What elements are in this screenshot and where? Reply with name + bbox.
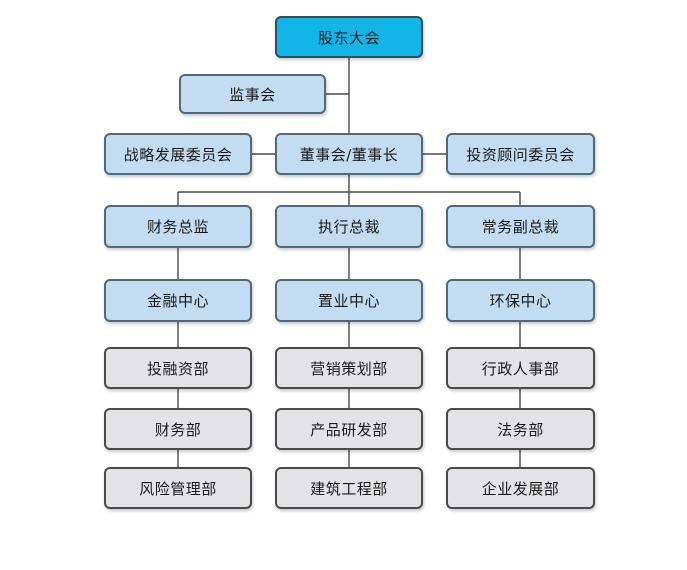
node-investment-advisory-committee: 投资顾问委员会 [446, 133, 595, 175]
node-risk-management-dept: 风险管理部 [104, 467, 252, 509]
node-business-development-dept: 企业发展部 [446, 467, 595, 509]
node-finance-dept: 财务部 [104, 408, 252, 450]
node-executive-vp: 常务副总裁 [446, 205, 595, 248]
node-admin-hr-dept: 行政人事部 [446, 347, 595, 389]
node-ceo: 执行总裁 [275, 205, 423, 248]
node-marketing-planning-dept: 营销策划部 [275, 347, 423, 389]
node-board-chairman: 董事会/董事长 [275, 133, 423, 175]
node-supervisory-board: 监事会 [179, 74, 326, 114]
node-shareholders-meeting: 股东大会 [275, 16, 423, 58]
node-strategy-committee: 战略发展委员会 [104, 133, 252, 175]
node-finance-center: 金融中心 [104, 279, 252, 322]
node-property-center: 置业中心 [275, 279, 423, 322]
node-environment-center: 环保中心 [446, 279, 595, 322]
node-cfo: 财务总监 [104, 205, 252, 248]
node-legal-dept: 法务部 [446, 408, 595, 450]
node-construction-engineering-dept: 建筑工程部 [275, 467, 423, 509]
node-investment-financing-dept: 投融资部 [104, 347, 252, 389]
node-product-development-dept: 产品研发部 [275, 408, 423, 450]
